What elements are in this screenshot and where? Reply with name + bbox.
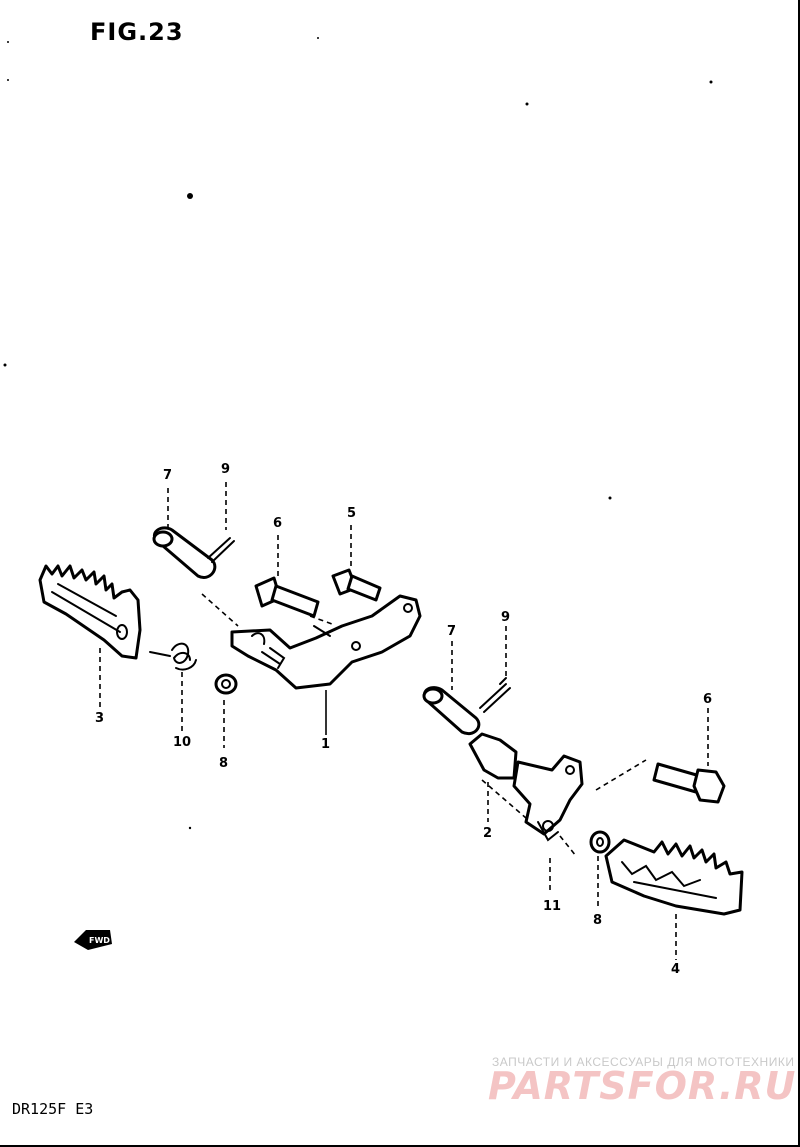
callout-9-left: 9: [221, 462, 231, 477]
part-9-left-cotter-pin: [207, 537, 235, 563]
callout-7-left: 7: [163, 468, 173, 483]
callout-3: 3: [95, 711, 105, 726]
figure-title: FIG.23: [90, 18, 184, 46]
part-8-right-washer: [589, 830, 611, 854]
part-2-right-footrest-bracket: [468, 732, 584, 842]
part-8-left-washer: [214, 673, 238, 695]
watermark-tagline: ЗАПЧАСТИ И АКСЕССУАРЫ ДЛЯ МОТОТЕХНИКИ: [492, 1055, 795, 1069]
fwd-direction-badge: FWD: [74, 930, 112, 950]
assembly-lines: [99, 482, 709, 960]
callout-5: 5: [347, 506, 357, 521]
part-6-right-bolt: [652, 762, 726, 804]
part-6-left-bolt: [254, 576, 320, 618]
part-1-footrest-bracket: [230, 594, 422, 690]
fwd-label: FWD: [89, 936, 110, 945]
part-9-right-cotter-pin: [479, 677, 511, 713]
arrow-left-icon: [74, 930, 112, 950]
part-10-spring: [149, 642, 197, 671]
callout-10: 10: [173, 735, 192, 750]
model-code: DR125F E3: [12, 1100, 94, 1118]
scan-specks: [3, 37, 713, 830]
callout-7-right: 7: [447, 624, 457, 639]
callout-8-left: 8: [219, 756, 229, 771]
part-4-right-footpeg: [604, 838, 744, 916]
part-7-left-clevis-pin: [152, 526, 217, 579]
callout-6-left: 6: [273, 516, 283, 531]
callout-8-right: 8: [593, 913, 603, 928]
callout-4: 4: [671, 962, 681, 977]
callout-11: 11: [543, 899, 562, 914]
callout-9-right: 9: [501, 610, 511, 625]
part-7-right-clevis-pin: [422, 686, 481, 735]
part-5-bolt: [331, 568, 382, 602]
callout-6-right: 6: [703, 692, 713, 707]
watermark-logo: PARTSFOR.RU: [488, 1064, 797, 1108]
callout-1: 1: [321, 737, 331, 752]
part-3-left-footpeg: [38, 564, 142, 660]
callout-2: 2: [483, 826, 493, 841]
